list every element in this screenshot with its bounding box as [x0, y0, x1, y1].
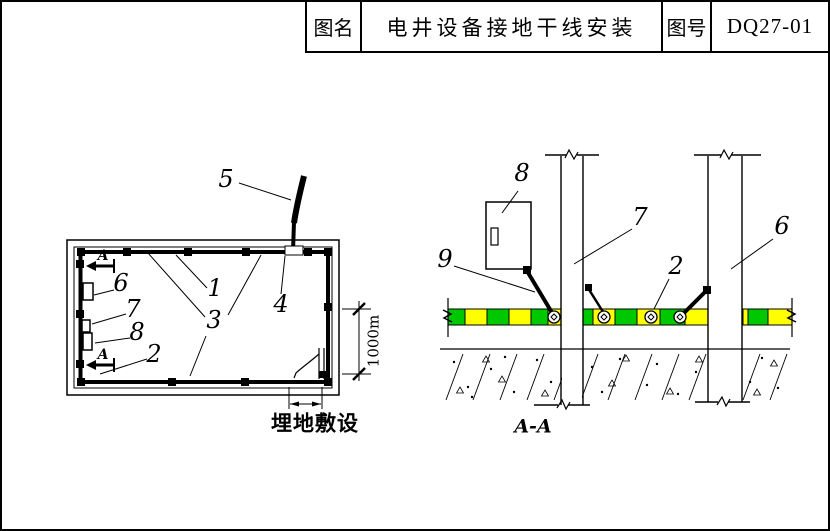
- busbar-bolts: [547, 310, 687, 324]
- riser-pipes: [534, 148, 761, 411]
- buried-dimension-lines: [288, 387, 323, 409]
- equipment-boxes: [81, 282, 94, 351]
- equipment-box: [485, 201, 532, 270]
- section-callout-8: 8: [514, 159, 530, 187]
- section-view-label: A-A: [514, 415, 552, 438]
- section-view: [440, 148, 797, 411]
- section-callout-6: 6: [774, 212, 790, 240]
- buried-note: 埋地敷设: [271, 411, 359, 436]
- bonding-jumpers: [523, 266, 711, 318]
- ground-lead-conductor: [291, 175, 307, 224]
- plan-leaders: [91, 182, 292, 377]
- busbar-ends: [442, 298, 797, 337]
- plan-callout-1: 1: [207, 274, 223, 302]
- plan-callout-4: 4: [273, 290, 289, 318]
- drawing-title: 电井设备接地干线安装: [362, 2, 663, 51]
- section-callout-2: 2: [668, 252, 684, 280]
- grounding-busbar: [447, 308, 793, 326]
- section-leaders: [453, 190, 774, 310]
- plan-callout-6: 6: [113, 269, 129, 297]
- height-dimension-lines: [342, 301, 371, 381]
- drawing-number: DQ27-01: [726, 14, 814, 38]
- buried-conduit-stub: [293, 348, 325, 379]
- section-marker-a-top: A: [97, 248, 109, 264]
- section-callout-7: 7: [632, 203, 648, 231]
- title-block: 图名 电井设备接地干线安装 图号 DQ27-01: [305, 2, 828, 53]
- plan-callout-7: 7: [125, 295, 141, 323]
- section-marker-a-bottom: A: [97, 347, 109, 363]
- plan-callout-3: 3: [206, 306, 222, 334]
- plan-callout-2: 2: [146, 340, 162, 368]
- plan-view: [66, 175, 371, 409]
- clamp-squares: [76, 248, 332, 386]
- plan-callout-5: 5: [218, 165, 234, 193]
- section-cut-markers: [86, 259, 115, 372]
- title-name-label: 图名: [307, 2, 362, 51]
- title-number-label: 图号: [663, 2, 712, 51]
- wall-bushing: [284, 245, 304, 256]
- earth-hatch: [445, 353, 788, 401]
- plan-callout-8: 8: [129, 318, 145, 346]
- height-dimension-text: 1000m: [364, 314, 383, 368]
- section-callout-9: 9: [437, 245, 453, 273]
